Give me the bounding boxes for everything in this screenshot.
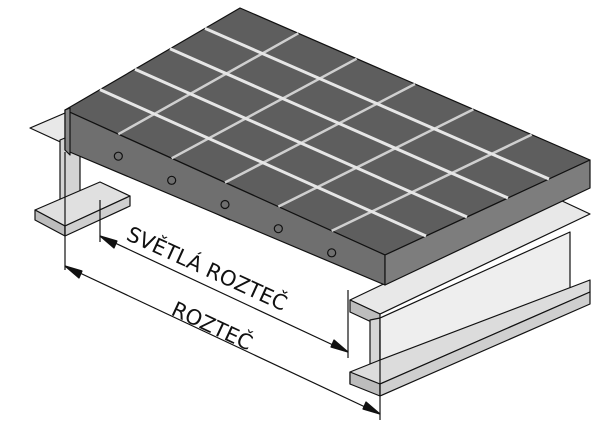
bearing-bars [117, 32, 533, 232]
cross-bar-end [113, 151, 123, 161]
cross-bar [204, 27, 550, 181]
bearing-bar [117, 32, 299, 136]
dimension-lines [64, 152, 381, 420]
cross-bar-end [167, 175, 177, 185]
cross-bar [169, 47, 509, 200]
bearing-bar [171, 57, 358, 160]
cross-bar-end [220, 199, 230, 210]
twisted-cross-bars [99, 27, 550, 258]
cross-bar [99, 88, 427, 238]
bearing-bar [277, 108, 474, 208]
bearing-bar [331, 133, 533, 232]
bearing-bar [224, 82, 416, 184]
cross-bar [134, 67, 468, 219]
cross-bar-end [327, 248, 337, 258]
cross-bar-end [273, 224, 283, 234]
grating [64, 7, 591, 286]
